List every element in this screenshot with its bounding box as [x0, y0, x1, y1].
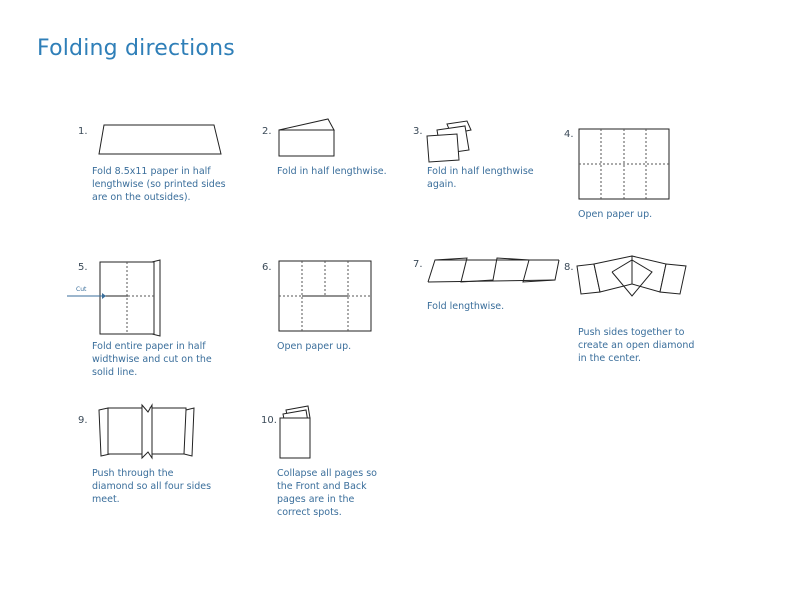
step-7-illustration: [427, 257, 560, 283]
cut-arrow-icon: [67, 293, 106, 299]
cut-label: Cut: [76, 286, 87, 293]
step-number-5: 5.: [78, 262, 88, 273]
step-number-9: 9.: [78, 415, 88, 426]
step-number-10: 10.: [261, 415, 277, 426]
step-number-8: 8.: [564, 262, 574, 273]
step-number-3: 3.: [413, 126, 423, 137]
step-number-6: 6.: [262, 262, 272, 273]
step-10-illustration: [279, 405, 311, 459]
step-9-illustration: [98, 403, 195, 460]
step-4-illustration: [578, 128, 670, 200]
step-5-illustration: [99, 259, 161, 337]
step-1-caption: Fold 8.5x11 paper in half lengthwise (so…: [92, 166, 226, 203]
step-10-caption: Collapse all pages so the Front and Back…: [277, 468, 377, 518]
step-2-caption: Fold in half lengthwise.: [277, 166, 387, 177]
page-title: Folding directions: [37, 36, 235, 61]
step-5-caption: Fold entire paper in half widthwise and …: [92, 341, 212, 378]
step-number-7: 7.: [413, 259, 423, 270]
step-9-caption: Push through the diamond so all four sid…: [92, 468, 212, 505]
step-2-illustration: [278, 118, 335, 157]
step-6-illustration: [278, 260, 372, 332]
step-8-caption: Push sides together to create an open di…: [578, 327, 695, 364]
step-number-4: 4.: [564, 129, 574, 140]
step-8-illustration: [576, 255, 687, 297]
step-7-caption: Fold lengthwise.: [427, 301, 505, 312]
step-6-caption: Open paper up.: [277, 341, 352, 352]
step-number-2: 2.: [262, 126, 272, 137]
step-4-caption: Open paper up.: [578, 209, 653, 220]
step-3-caption: Fold in half lengthwise again.: [427, 166, 534, 190]
step-3-illustration: [426, 120, 472, 163]
step-1-illustration: [98, 124, 222, 155]
step-number-1: 1.: [78, 126, 88, 137]
